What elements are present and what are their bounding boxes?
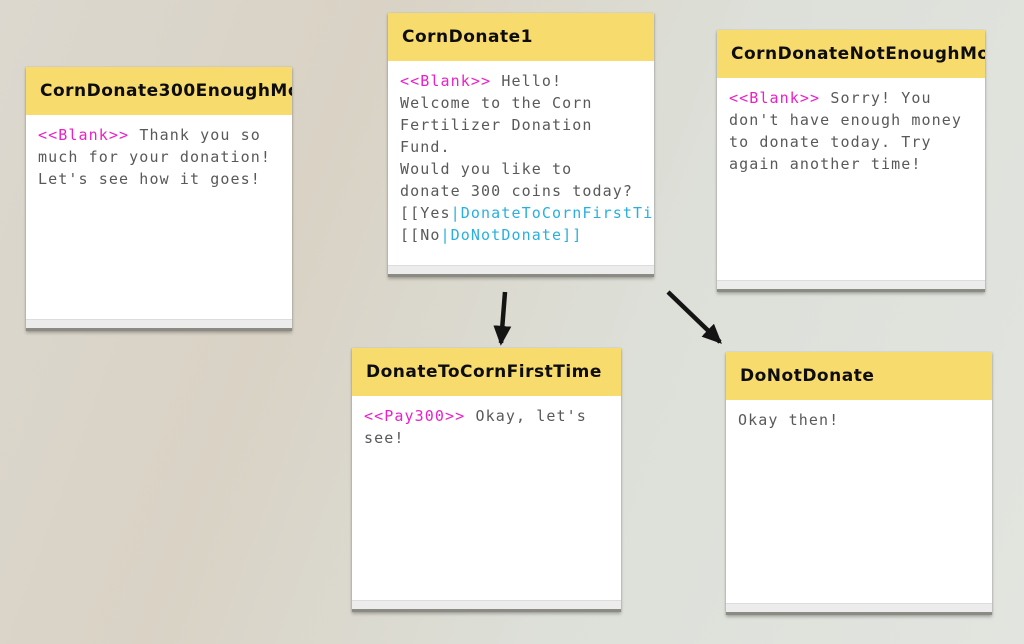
- text-token: Would you like to: [400, 160, 573, 178]
- macro-token: <<Blank>>: [38, 126, 130, 144]
- link-arrow: [666, 290, 722, 344]
- body-line: to donate today. Try: [729, 131, 985, 153]
- body-line: [[Yes|DonateToCornFirstTi: [400, 202, 654, 224]
- passage-title-bar: CornDonate300EnoughMon: [26, 67, 292, 115]
- text-token: [[No: [400, 226, 441, 244]
- passage-title-bar: DoNotDonate: [726, 352, 992, 400]
- body-line: Let's see how it goes!: [38, 168, 292, 190]
- passage-title-bar: CornDonateNotEnoughMon: [717, 30, 985, 78]
- passage-footer: [717, 280, 985, 289]
- passage-card[interactable]: DonateToCornFirstTime <<Pay300>> Okay, l…: [352, 348, 621, 612]
- body-line: again another time!: [729, 153, 985, 175]
- macro-token: <<Blank>>: [729, 89, 821, 107]
- passage-footer: [352, 600, 621, 609]
- passage-footer: [388, 265, 654, 274]
- passage-footer: [726, 603, 992, 612]
- passage-body: <<Blank>> Thank you so much for your dona…: [26, 115, 292, 319]
- body-line: <<Blank>> Hello!: [400, 70, 654, 92]
- body-line: <<Pay300>> Okay, let's: [364, 405, 621, 427]
- body-line: much for your donation!: [38, 146, 292, 168]
- passage-title: CornDonate1: [402, 27, 533, 47]
- passage-body: Okay then!: [726, 400, 992, 603]
- passage-title: DonateToCornFirstTime: [366, 362, 602, 382]
- passage-title: CornDonate300EnoughMon: [40, 81, 292, 101]
- body-line: Fund.: [400, 136, 654, 158]
- text-token: donate 300 coins today?: [400, 182, 634, 200]
- body-line: <<Blank>> Sorry! You: [729, 87, 985, 109]
- passage-card[interactable]: CornDonateNotEnoughMon <<Blank>> Sorry! …: [717, 30, 985, 292]
- body-line: [[No|DoNotDonate]]: [400, 224, 654, 246]
- macro-token: <<Blank>>: [400, 72, 492, 90]
- text-token: Welcome to the Corn: [400, 94, 593, 112]
- passage-body: <<Pay300>> Okay, let's see!: [352, 396, 621, 600]
- body-line: Welcome to the Corn: [400, 92, 654, 114]
- macro-token: <<Pay300>>: [364, 407, 466, 425]
- link-arrow: [493, 291, 512, 346]
- passage-body: <<Blank>> Sorry! You don't have enough mo…: [717, 78, 985, 280]
- passage-title: DoNotDonate: [740, 366, 875, 386]
- text-token: much for your donation!: [38, 148, 272, 166]
- text-token: to donate today. Try: [729, 133, 932, 151]
- text-token: Let's see how it goes!: [38, 170, 261, 188]
- body-line: Fertilizer Donation: [400, 114, 654, 136]
- link-token: |DonateToCornFirstTi: [450, 204, 654, 222]
- passage-card[interactable]: CornDonate300EnoughMon <<Blank>> Thank y…: [26, 67, 292, 331]
- text-token: Thank you so: [129, 126, 261, 144]
- text-token: [[Yes: [400, 204, 451, 222]
- body-line: see!: [364, 427, 621, 449]
- passage-title-bar: CornDonate1: [388, 13, 654, 61]
- text-token: Fund.: [400, 138, 451, 156]
- text-token: see!: [364, 429, 405, 447]
- body-line: Would you like to: [400, 158, 654, 180]
- text-token: don't have enough money: [729, 111, 963, 129]
- body-line: <<Blank>> Thank you so: [38, 124, 292, 146]
- passage-title: CornDonateNotEnoughMon: [731, 44, 985, 64]
- body-line: donate 300 coins today?: [400, 180, 654, 202]
- text-token: Okay, let's: [465, 407, 587, 425]
- text-token: again another time!: [729, 155, 922, 173]
- body-line: don't have enough money: [729, 109, 985, 131]
- passage-card[interactable]: CornDonate1 <<Blank>> Hello! Welcome to t…: [388, 13, 654, 277]
- passage-title-bar: DonateToCornFirstTime: [352, 348, 621, 396]
- body-line: Okay then!: [738, 409, 992, 431]
- passage-card[interactable]: DoNotDonate Okay then!: [726, 352, 992, 615]
- text-token: Hello!: [491, 72, 563, 90]
- text-token: Okay then!: [738, 411, 840, 429]
- link-token: |DoNotDonate]]: [440, 226, 583, 244]
- passage-footer: [26, 319, 292, 328]
- text-token: Sorry! You: [820, 89, 932, 107]
- text-token: Fertilizer Donation: [400, 116, 593, 134]
